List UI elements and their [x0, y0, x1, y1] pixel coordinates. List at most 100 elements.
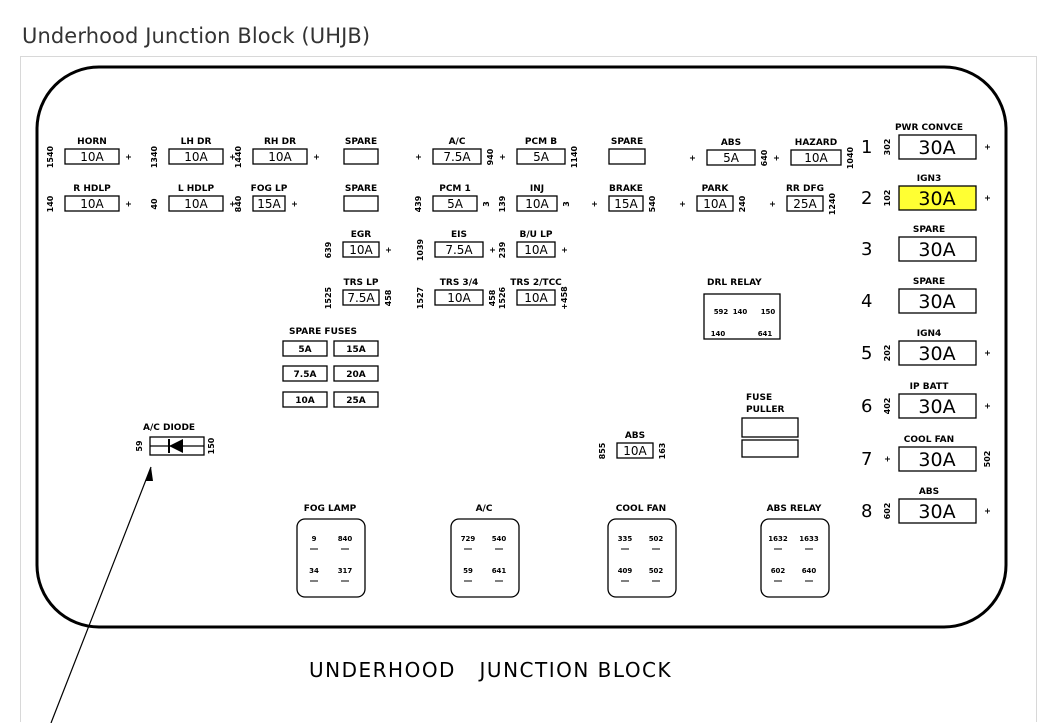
fuse-label: TRS 2/TCC: [510, 278, 562, 288]
fuse-amp: 10A: [184, 197, 208, 211]
fuse-amp: 15A: [614, 197, 638, 211]
fuse-box: [616, 442, 654, 459]
fuse-label: ABS: [721, 138, 741, 148]
fuse-terminal-right: 3: [562, 201, 571, 207]
maxi-slot-number: 5: [861, 343, 872, 364]
fuse-amp: 5A: [447, 197, 464, 211]
fuse-terminal-right: 1040: [846, 146, 855, 169]
fuse-label: B/U LP: [520, 230, 553, 240]
fuse-box: [696, 195, 734, 212]
fuse-spare1: SPARE: [343, 137, 379, 165]
fuse-amp: 5A: [533, 150, 550, 164]
maxi-fuse-amp: 30A: [918, 501, 955, 523]
page-title: Underhood Junction Block (UHJB): [22, 24, 371, 48]
fuse-box: [343, 148, 379, 165]
diagram-caption: UNDERHOOD JUNCTION BLOCK: [309, 658, 672, 682]
fuse-amp: 10A: [524, 243, 548, 257]
fuse-terminal-right: +: [124, 154, 133, 161]
diode-leader-arrow: [145, 467, 153, 481]
maxi-fuse-amp: 30A: [918, 137, 955, 159]
relay-pin: 502: [649, 535, 664, 543]
drl-relay-box: [703, 293, 781, 340]
fuse-label: HORN: [77, 137, 107, 147]
fuse-box: [516, 195, 558, 212]
fuse-label: PCM 1: [439, 184, 471, 194]
relay-pin: 840: [338, 535, 353, 543]
relay-pin: 540: [492, 535, 507, 543]
relay-label: A/C: [476, 504, 493, 514]
maxi-fuse-label: IGN4: [917, 329, 942, 339]
fuse-amp: 10A: [268, 150, 292, 164]
spare-fuse-slot: [282, 391, 328, 408]
spare-fuse-slot: [333, 365, 379, 382]
fuse-label: BRAKE: [609, 184, 643, 194]
fuse-terminal-left: 1340: [150, 145, 159, 168]
fuse-terminal-left: +: [768, 201, 777, 208]
relay-pin: 335: [618, 535, 633, 543]
maxi-fuse-label: SPARE: [913, 277, 945, 287]
relay-pin: 640: [802, 567, 817, 575]
maxi-fuse-box: [898, 340, 977, 366]
maxi-fuse-amp: 30A: [918, 239, 955, 261]
relay-pin: 641: [492, 567, 507, 575]
drl-relay-label: DRL RELAY: [707, 278, 762, 288]
drl-relay-pin: 592: [714, 308, 729, 316]
fuse-terminal-right: +: [124, 201, 133, 208]
diode-symbol: [169, 439, 183, 453]
fuse-box: [608, 148, 646, 165]
fuse-terminal-right: +458: [560, 286, 569, 310]
fuse-box: [252, 148, 308, 165]
maxi-slot-number: 2: [861, 188, 872, 209]
spare-fuse-slot: [282, 340, 328, 357]
fuse-label: HAZARD: [795, 138, 837, 148]
maxi-fuse-label: IP BATT: [910, 382, 950, 392]
maxi-terminal-left: 102: [883, 190, 892, 207]
fuse-puller-slot: [741, 417, 799, 438]
fuse-amp: 7.5A: [443, 150, 471, 164]
diode-terminal-left: 59: [135, 440, 144, 452]
maxi-fuse-label: IGN3: [917, 174, 942, 184]
fuse-amp: 10A: [349, 243, 373, 257]
spare-fuses-label: SPARE FUSES: [289, 327, 357, 337]
maxi-fuse-label: PWR CONVCE: [895, 123, 963, 133]
spare-fuse-slot: [333, 340, 379, 357]
relay-pin: 1632: [768, 535, 788, 543]
fuse-terminal-left: +: [590, 201, 599, 208]
relay-pin: 1633: [799, 535, 819, 543]
maxi-terminal-right: 502: [983, 451, 992, 468]
ac-diode-label: A/C DIODE: [143, 423, 195, 433]
fuse-box: [252, 195, 286, 212]
fuse-spare2: SPARE: [608, 137, 646, 165]
drl-relay-pin: 140: [733, 308, 748, 316]
fuse-terminal-right: +: [312, 154, 321, 161]
fuse-terminal-right: 163: [658, 443, 667, 460]
maxi-fuse-box: [898, 185, 977, 211]
fuse-box: [516, 289, 556, 306]
fuse-label: EGR: [351, 230, 372, 240]
fuse-terminal-left: 139: [498, 195, 507, 212]
fuse-amp: 10A: [447, 291, 471, 305]
maxi-terminal-left: 402: [883, 398, 892, 415]
maxi-slot-number: 8: [861, 501, 872, 522]
fuse-terminal-right: 1240: [828, 192, 837, 215]
fuse-amp: 5A: [723, 151, 740, 165]
fuse-terminal-left: 840: [234, 195, 243, 212]
maxi-fuse-amp: 30A: [918, 291, 955, 313]
fuse-label: RR DFG: [786, 184, 824, 194]
